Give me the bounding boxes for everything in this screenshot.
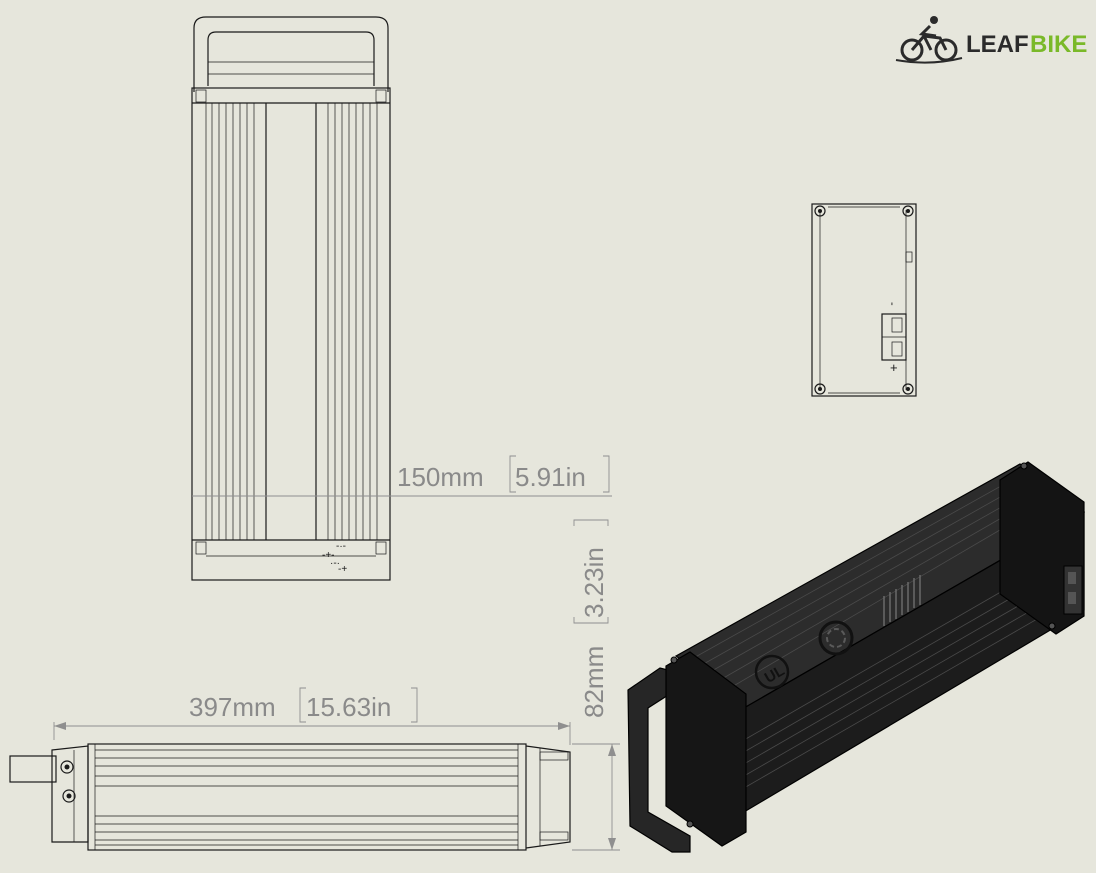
- side-view-mount: [9, 745, 89, 843]
- svg-text:-·-: -·-: [336, 541, 346, 552]
- side-view-ribs: [95, 749, 518, 846]
- side-view-body: [87, 743, 527, 851]
- length-dimension: 397mm 15.63in: [53, 687, 571, 745]
- height-dimension: 82mm 3.23in: [572, 519, 620, 851]
- length-dimension-mm: 397mm: [189, 692, 276, 722]
- length-dimension-in: 15.63in: [306, 692, 391, 722]
- width-dimension-in: 5.91in: [515, 462, 586, 492]
- side-view: 397mm 15.63in 82mm 3.23in: [9, 519, 620, 851]
- iso-barcode-label: [883, 575, 921, 626]
- height-dimension-mm: 82mm: [579, 646, 609, 718]
- top-view-handle-grip: [207, 31, 375, 86]
- top-view-body: [191, 87, 391, 581]
- iso-connector: [1063, 565, 1083, 615]
- logo-text-leaf: LEAF: [966, 31, 1029, 58]
- isometric-view: UL: [627, 461, 1086, 853]
- end-view: - +: [811, 203, 917, 397]
- top-view-ribs-left: [205, 103, 267, 540]
- side-view-handle: [525, 745, 571, 849]
- top-view-handle: [193, 16, 389, 92]
- top-view-ribs-right: [315, 103, 378, 540]
- iso-front-cap: [665, 651, 747, 847]
- recycle-icon: [818, 620, 854, 656]
- iso-end-cap: [999, 461, 1085, 635]
- top-view: -·- -+- ·-· -+ 150mm 5.91in: [191, 16, 612, 581]
- logo-text-bike: BIKE: [1030, 31, 1087, 58]
- top-view-terminal-marks: -·- -+- ·-· -+: [322, 541, 347, 575]
- svg-text:-+: -+: [338, 564, 347, 575]
- height-dimension-in: 3.23in: [579, 547, 609, 618]
- svg-text:-+-: -+-: [322, 550, 335, 561]
- leafbike-logo: LEAF BIKE: [895, 16, 1087, 64]
- negative-terminal-label: -: [886, 302, 898, 306]
- end-view-body: [811, 203, 917, 397]
- svg-text:·-·: ·-·: [330, 558, 340, 569]
- positive-terminal-label: +: [890, 360, 898, 375]
- cyclist-icon: [895, 16, 963, 64]
- end-view-connector: - +: [881, 302, 907, 375]
- width-dimension: 150mm 5.91in: [192, 455, 612, 497]
- width-dimension-mm: 150mm: [397, 462, 484, 492]
